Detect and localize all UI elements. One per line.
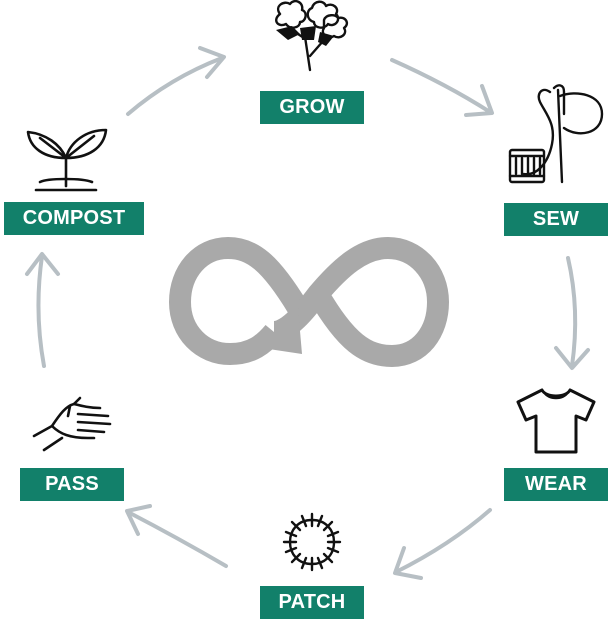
cycle-arrows [25,46,590,580]
arrow-compost-to-grow-head [198,46,226,79]
step-label-pass: PASS [20,468,124,501]
arrow-patch-to-pass [126,510,228,568]
arrow-compost-to-grow [126,56,224,116]
step-label-wear: WEAR [504,468,608,501]
step-label-patch: PATCH [260,586,364,619]
arrow-wear-to-patch-head [393,546,423,580]
needle-thread-spool-icon [508,84,604,184]
arrow-pass-to-compost-head [25,252,60,276]
step-label-sew: SEW [504,203,608,236]
arrow-sew-to-wear [566,256,578,368]
step-label-compost: COMPOST [4,202,144,235]
stitched-patch-icon [282,512,342,572]
step-label-grow: GROW [260,91,364,124]
arrow-wear-to-patch [394,508,492,574]
arrow-patch-to-pass-head [125,504,152,536]
infinity-loop-icon [168,236,450,368]
sprout-icon [26,128,108,192]
arrow-grow-to-sew-head [464,84,494,117]
circular-lifecycle-diagram: GROW SEW WEAR PATCH [4,0,608,619]
cotton-plant-icon [275,0,349,72]
t-shirt-icon [516,388,596,454]
hand-icon [32,396,112,452]
arrow-sew-to-wear-head [554,346,590,370]
arrow-grow-to-sew [390,58,492,114]
arrow-pass-to-compost [36,254,46,368]
